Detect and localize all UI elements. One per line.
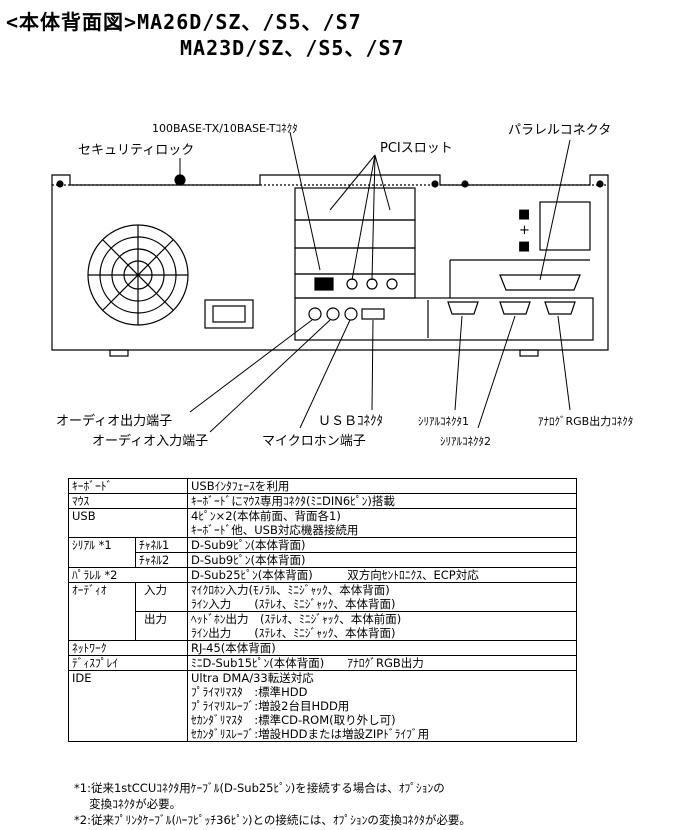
row-sublabel-serial-ch2: ﾁｬﾈﾙ2 [135,552,188,568]
mic-jack-icon [344,307,358,321]
foot-right [519,349,539,357]
table-row: USB 4ﾋﾟﾝ×2(本体前面、背面各1) ｷｰﾎﾞｰﾄﾞ他、USB対応機器接続… [68,508,577,538]
row-value-ide: Ultra DMA/33転送対応 ﾌﾟﾗｲﾏﾘﾏｽﾀ :標準HDD ﾌﾟﾗｲﾏﾘ… [187,670,577,742]
row-sublabel-audio-in: 入力 [135,582,188,612]
audio-in-line-2: ﾗｲﾝ入力 (ｽﾃﾚｵ、ﾐﾆｼﾞｬｯｸ、本体背面) [191,597,396,611]
power-inlet-icon [204,299,254,329]
ide-line-2: ﾌﾟﾗｲﾏﾘﾏｽﾀ :標準HDD [191,685,308,699]
row-value-usb: 4ﾋﾟﾝ×2(本体前面、背面各1) ｷｰﾎﾞｰﾄﾞ他、USB対応機器接続用 [187,508,577,538]
footnotes: *1:従来1stCCUｺﾈｸﾀ用ｹｰﾌﾞﾙ(D-Sub25ﾋﾟﾝ)を接続する場合… [74,780,471,828]
footnote-1a: *1:従来1stCCUｺﾈｸﾀ用ｹｰﾌﾞﾙ(D-Sub25ﾋﾟﾝ)を接続する場合… [74,781,445,795]
label-parallel-connector: パラレルコネクタ [508,123,611,138]
audio-out-jack-icon [308,307,322,321]
label-lan-connector: 100BASE-TX/10BASE-Tｺﾈｸﾀ [152,122,298,135]
row-label-audio: ｵｰﾃﾞｨｵ [68,582,136,641]
footnote-2: *2:従来ﾌﾟﾘﾝﾀｹｰﾌﾞﾙ(ﾊｰﾌﾋﾟｯﾁ36ﾋﾟﾝ)との接続には、ｵﾌﾟｼ… [74,813,471,827]
ide-line-1: Ultra DMA/33転送対応 [191,671,314,685]
audio-in-line-1: ﾏｲｸﾛﾎﾝ入力(ﾓﾉﾗﾙ、ﾐﾆｼﾞｬｯｸ、本体背面) [191,583,390,597]
table-row: ｼﾘｱﾙ *1 ﾁｬﾈﾙ1 D-Sub9ﾋﾟﾝ(本体背面) [68,537,577,568]
vga-port-icon [544,301,576,315]
row-label-display: ﾃﾞｨｽﾌﾟﾚｲ [68,655,188,671]
row-value-display: ﾐﾆD-Sub15ﾋﾟﾝ(本体背面) ｱﾅﾛｸﾞRGB出力 [187,655,577,671]
ide-line-3: ﾌﾟﾗｲﾏﾘｽﾚｰﾌﾞ:増設2台目HDD用 [191,699,350,713]
row-label-network: ﾈｯﾄﾜｰｸ [68,640,188,656]
ide-line-5: ｾｶﾝﾀﾞﾘｽﾚｰﾌﾞ:増設HDDまたは増設ZIPﾄﾞﾗｲﾌﾞ用 [191,727,430,741]
card-jack-3 [386,278,398,290]
table-row: 出力 ﾍｯﾄﾞﾎﾝ出力 (ｽﾃﾚｵ、ﾐﾆｼﾞｬｯｸ、本体前面) ﾗｲﾝ出力 (ｽ… [69,611,577,641]
rear-panel-diagram: ■ + ■ 100BASE-TX/10BASE-Tｺﾈｸﾀ セキュリティロック … [0,110,700,460]
serial-port-1-icon [447,301,479,315]
serial-port-2-icon [499,301,531,315]
row-value-audio-out: ﾍｯﾄﾞﾎﾝ出力 (ｽﾃﾚｵ、ﾐﾆｼﾞｬｯｸ、本体前面) ﾗｲﾝ出力 (ｽﾃﾚｵ… [187,611,577,641]
voltage-mark-bottom: ■ [518,239,530,254]
label-audio-in: オーディオ入力端子 [92,433,208,449]
label-usb-connector: ＵＳＢｺﾈｸﾀ [318,414,383,429]
table-row: ｷｰﾎﾞｰﾄﾞ USBｲﾝﾀﾌｪｰｽを利用 [68,478,577,494]
fan-grille-icon [87,224,189,326]
row-value-parallel: D-Sub25ﾋﾟﾝ(本体背面) 双方向ｾﾝﾄﾛﾆｸｽ、ECP対応 [187,567,577,583]
row-sublabel-serial-ch1: ﾁｬﾈﾙ1 [135,537,188,553]
row-value-network: RJ-45(本体背面) [187,640,577,656]
table-row: ｵｰﾃﾞｨｵ 入力 ﾏｲｸﾛﾎﾝ入力(ﾓﾉﾗﾙ、ﾐﾆｼﾞｬｯｸ、本体背面) ﾗｲ… [68,582,577,641]
voltage-mark-top: ■ [518,207,530,222]
label-serial-2: ｼﾘｱﾙｺﾈｸﾀ2 [440,435,491,448]
audio-in-jack-icon [326,307,340,321]
footnote-1b: 変換ｺﾈｸﾀが必要。 [74,797,182,811]
row-label-parallel: ﾊﾟﾗﾚﾙ *2 [68,567,188,583]
spec-table: ｷｰﾎﾞｰﾄﾞ USBｲﾝﾀﾌｪｰｽを利用 ﾏｳｽ ｷｰﾎﾞｰﾄﾞにﾏｳｽ専用ｺ… [68,478,577,742]
table-row: ﾊﾟﾗﾚﾙ *2 D-Sub25ﾋﾟﾝ(本体背面) 双方向ｾﾝﾄﾛﾆｸｽ、ECP… [68,567,577,583]
security-lock-icon [174,174,186,186]
page-title: <本体背面図>MA26D/SZ、/S5、/S7 [6,10,362,34]
label-pci-slot: PCIスロット [380,141,453,156]
row-label-ide: IDE [68,670,188,742]
label-serial-1: ｼﾘｱﾙｺﾈｸﾀ1 [418,415,469,428]
lan-port-icon [314,277,334,291]
audio-out-line-1: ﾍｯﾄﾞﾎﾝ出力 (ｽﾃﾚｵ、ﾐﾆｼﾞｬｯｸ、本体前面) [191,612,402,626]
row-label-mouse: ﾏｳｽ [68,493,188,509]
row-label-serial: ｼﾘｱﾙ *1 [68,537,136,568]
table-row: ﾁｬﾈﾙ2 D-Sub9ﾋﾟﾝ(本体背面) [69,552,577,568]
table-row: ﾈｯﾄﾜｰｸ RJ-45(本体背面) [68,640,577,656]
label-security-lock: セキュリティロック [78,143,194,158]
parallel-port-icon [499,274,581,291]
label-mic-jack: マイクロホン端子 [262,434,366,449]
row-sublabel-audio-out: 出力 [135,611,188,641]
row-value-serial-ch1: D-Sub9ﾋﾟﾝ(本体背面) [187,537,577,553]
label-analog-rgb: ｱﾅﾛｸﾞRGB出力ｺﾈｸﾀ [538,414,633,428]
usb-port-icon [361,308,385,320]
foot-left [109,349,129,357]
table-row: ﾏｳｽ ｷｰﾎﾞｰﾄﾞにﾏｳｽ専用ｺﾈｸﾀ(ﾐﾆDIN6ﾋﾟﾝ)搭載 [68,493,577,509]
usb-value-line-1: 4ﾋﾟﾝ×2(本体前面、背面各1) [191,509,341,523]
label-audio-out: オーディオ出力端子 [56,413,172,429]
usb-value-line-2: ｷｰﾎﾞｰﾄﾞ他、USB対応機器接続用 [191,523,359,537]
ide-line-4: ｾｶﾝﾀﾞﾘﾏｽﾀ :標準CD-ROM(取り外し可) [191,713,396,727]
row-value-audio-in: ﾏｲｸﾛﾎﾝ入力(ﾓﾉﾗﾙ、ﾐﾆｼﾞｬｯｸ、本体背面) ﾗｲﾝ入力 (ｽﾃﾚｵ、… [187,582,577,612]
io-plate [294,297,594,341]
table-row: IDE Ultra DMA/33転送対応 ﾌﾟﾗｲﾏﾘﾏｽﾀ :標準HDD ﾌﾟ… [68,670,577,742]
row-value-mouse: ｷｰﾎﾞｰﾄﾞにﾏｳｽ専用ｺﾈｸﾀ(ﾐﾆDIN6ﾋﾟﾝ)搭載 [187,493,577,509]
table-row: ﾃﾞｨｽﾌﾟﾚｲ ﾐﾆD-Sub15ﾋﾟﾝ(本体背面) ｱﾅﾛｸﾞRGB出力 [68,655,577,671]
row-label-keyboard: ｷｰﾎﾞｰﾄﾞ [68,478,188,494]
page-subtitle: MA23D/SZ、/S5、/S7 [180,36,405,60]
row-value-keyboard: USBｲﾝﾀﾌｪｰｽを利用 [187,478,577,494]
voltage-mark-plus: + [519,223,530,238]
row-value-serial-ch2: D-Sub9ﾋﾟﾝ(本体背面) [187,552,577,568]
audio-out-line-2: ﾗｲﾝ出力 (ｽﾃﾚｵ、ﾐﾆｼﾞｬｯｸ、本体背面) [191,626,396,640]
row-label-usb: USB [68,508,188,538]
rear-cover [539,201,591,251]
